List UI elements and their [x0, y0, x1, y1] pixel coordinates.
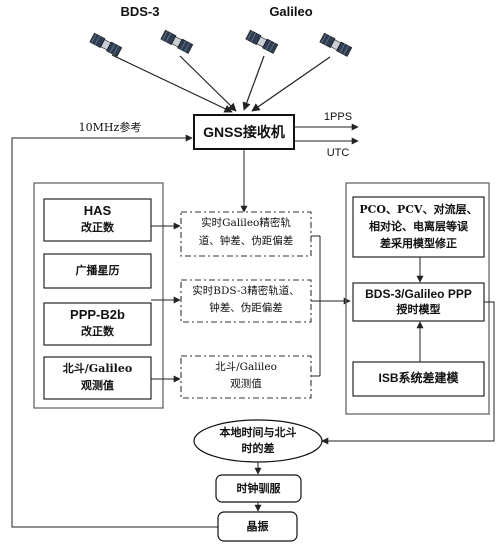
clock-steering-label: 时钟驯服	[236, 482, 281, 495]
receiver-label: GNSS接收机	[203, 124, 285, 140]
left-panel-frame	[33, 182, 164, 409]
bds-products-line2: 钟差、伪距偏差	[209, 302, 283, 314]
diff-line1: 本地时间与北斗	[219, 426, 297, 439]
satellite-icon	[245, 29, 279, 54]
middle-obs-line2: 观测值	[230, 378, 262, 390]
right-panel-frame	[345, 182, 490, 415]
satellite-icon	[319, 32, 353, 57]
has-subtitle: 改正数	[81, 221, 114, 234]
crystal-box	[217, 511, 298, 542]
pps-label: 1PPS	[323, 111, 353, 123]
error-model-line2: 相对论、电离层等误	[369, 220, 468, 233]
galileo-products-line1: 实时Galileo精密轨	[201, 217, 291, 229]
signal-arrow	[251, 56, 331, 112]
crystal-label: 晶振	[246, 520, 269, 533]
utc-label: UTC	[326, 147, 350, 159]
satellite-icon	[89, 32, 123, 57]
bds-products-line1: 实时BDS-3精密轨道、	[192, 285, 300, 297]
ppp-model-line1: BDS-3/Galileo PPP	[365, 287, 472, 301]
diff-line2: 时的差	[241, 442, 275, 455]
signal-arrow	[242, 55, 265, 111]
isb-box	[352, 361, 485, 397]
error-model-box	[352, 196, 485, 258]
bds3-label: BDS-3	[120, 4, 160, 19]
signal-arrow	[111, 54, 233, 113]
middle-obs-box	[180, 355, 312, 399]
isb-label: ISB系统差建模	[378, 371, 459, 385]
error-model-line1: PCO、PCV、对流层、	[359, 203, 478, 216]
signal-arrow	[179, 55, 237, 112]
broadcast-box	[43, 253, 152, 289]
left-obs-line2: 观测值	[81, 379, 114, 392]
ppp-model-line2: 授时模型	[396, 303, 441, 316]
ppp-box	[43, 302, 152, 346]
error-model-line3: 差采用模型修正	[380, 237, 457, 250]
broadcast-label: 广播星历	[75, 264, 120, 277]
galileo-label: Galileo	[269, 4, 313, 19]
galileo-products-box	[180, 211, 312, 257]
reference-label: 10MHz参考	[78, 121, 142, 134]
left-obs-box	[43, 356, 152, 400]
ppp-title: PPP-B2b	[70, 307, 125, 322]
galileo-products-line2: 道、钟差、伪距偏差	[198, 235, 294, 247]
has-box	[43, 198, 152, 242]
gnss-receiver-box	[193, 114, 295, 150]
satellite-icon	[160, 29, 194, 54]
reference-loop-line	[11, 134, 218, 528]
middle-obs-line1: 北斗/Galileo	[215, 361, 277, 373]
left-obs-line1: 北斗/Galileo	[62, 362, 133, 375]
model-to-diff-line	[321, 301, 495, 445]
bds-products-box	[180, 279, 312, 323]
has-title: HAS	[83, 203, 112, 218]
ppp-subtitle: 改正数	[81, 325, 114, 338]
